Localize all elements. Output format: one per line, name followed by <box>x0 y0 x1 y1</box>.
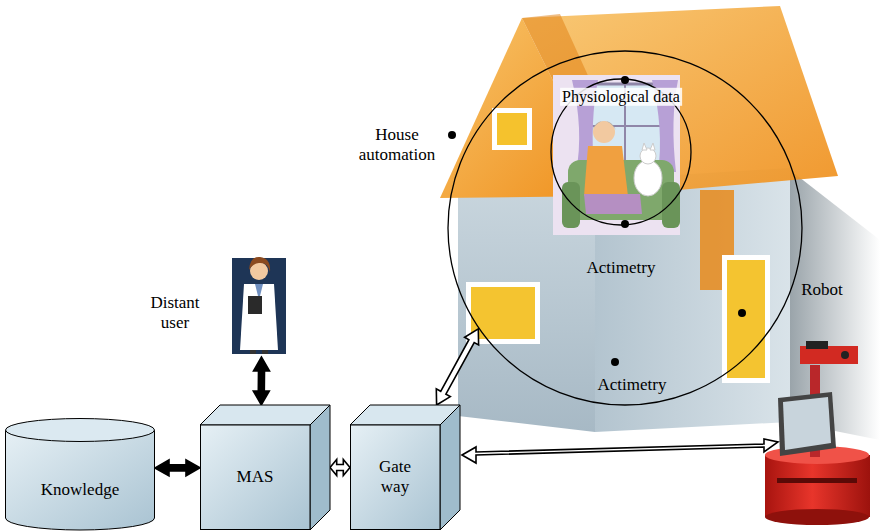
node-label: Actimetry <box>587 258 656 278</box>
node-label: Robot <box>801 280 843 300</box>
node-label: Distant user <box>143 293 207 332</box>
robot-link-arrow <box>462 439 778 463</box>
robot-illustration <box>765 341 870 525</box>
sensor-dots <box>448 76 746 366</box>
doctor-figure <box>232 257 286 354</box>
home-ring: Physiological dataActimetryHouse automat… <box>447 50 803 406</box>
node-label: Actimetry <box>598 375 667 395</box>
double-arrow <box>330 460 350 476</box>
gateway-block: Gate way <box>350 405 460 530</box>
double-arrow <box>253 357 269 405</box>
node-label: House automation <box>349 125 445 164</box>
person-ring: Physiological dataActimetry <box>550 78 692 226</box>
knowledge-database: Knowledge <box>5 418 155 530</box>
double-arrow <box>155 460 200 476</box>
node-label: Gate way <box>370 457 420 496</box>
node-label: Knowledge <box>41 480 119 500</box>
mas-block: MAS <box>200 405 330 530</box>
node-label: Physiological data <box>560 88 682 106</box>
knowledge-database-outline <box>5 418 155 530</box>
distant-user: Distant user <box>148 255 290 357</box>
node-label: MAS <box>237 467 274 487</box>
double-arrow <box>436 329 478 405</box>
